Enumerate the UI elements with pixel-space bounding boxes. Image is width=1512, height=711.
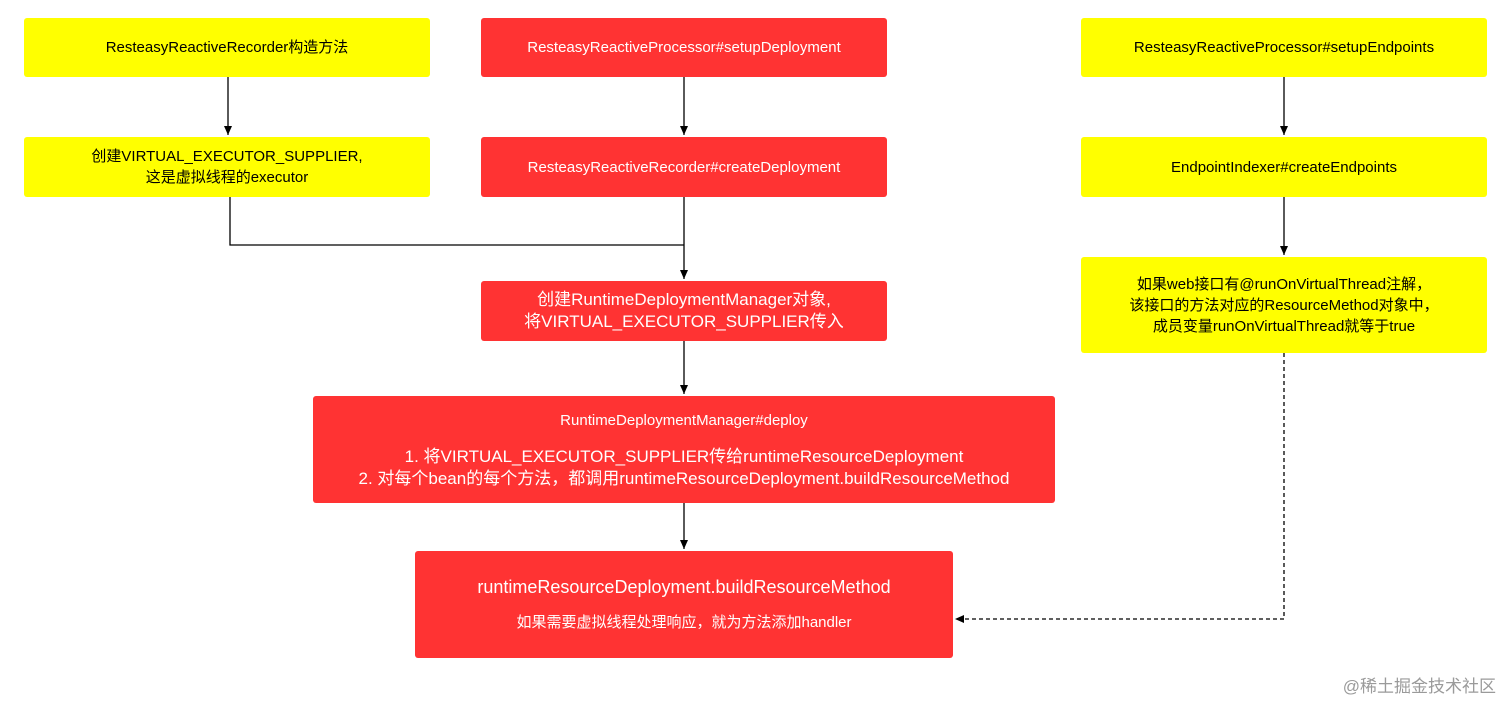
- virtual-thread-note-line-1: 如果web接口有@runOnVirtualThread注解，: [1136, 275, 1432, 293]
- build-resource-method-line: 如果需要虚拟线程处理响应，就为方法添加handler: [516, 613, 852, 631]
- edge-note-to-build-dashed: [955, 353, 1285, 623]
- virtual-thread-note-line-2: 该接口的方法对应的ResourceMethod对象中，: [1129, 296, 1439, 314]
- setup-endpoints-node: ResteasyReactiveProcessor#setupEndpoints: [1081, 18, 1487, 77]
- create-supplier-line-1: 创建VIRTUAL_EXECUTOR_SUPPLIER,: [91, 148, 363, 165]
- recorder-constructor-label: ResteasyReactiveRecorder构造方法: [105, 39, 349, 56]
- deploy-node: RuntimeDeploymentManager#deploy 1. 将VIRT…: [313, 396, 1055, 503]
- deploy-title: RuntimeDeploymentManager#deploy: [560, 411, 808, 429]
- build-resource-method-title: runtimeResourceDeployment.buildResourceM…: [477, 576, 891, 597]
- create-deployment-label: ResteasyReactiveRecorder#createDeploymen…: [527, 158, 841, 176]
- recorder-constructor-node: ResteasyReactiveRecorder构造方法: [24, 18, 430, 77]
- create-manager-line-2: 将VIRTUAL_EXECUTOR_SUPPLIER传入: [524, 312, 844, 331]
- virtual-thread-note-node: 如果web接口有@runOnVirtualThread注解， 该接口的方法对应的…: [1081, 257, 1487, 353]
- create-endpoints-label: EndpointIndexer#createEndpoints: [1171, 158, 1397, 176]
- deploy-line-1: 1. 将VIRTUAL_EXECUTOR_SUPPLIER传给runtimeRe…: [404, 446, 964, 466]
- setup-deployment-node: ResteasyReactiveProcessor#setupDeploymen…: [481, 18, 887, 77]
- edge-supplier-to-manager: [229, 197, 684, 246]
- watermark: @稀土掘金技术社区: [1342, 677, 1496, 696]
- create-endpoints-node: EndpointIndexer#createEndpoints: [1081, 137, 1487, 197]
- deploy-line-2: 2. 对每个bean的每个方法，都调用runtimeResourceDeploy…: [358, 468, 1010, 488]
- create-deployment-node: ResteasyReactiveRecorder#createDeploymen…: [481, 137, 887, 197]
- virtual-thread-note-line-3: 成员变量runOnVirtualThread就等于true: [1152, 317, 1416, 335]
- create-manager-line-1: 创建RuntimeDeploymentManager对象,: [537, 290, 831, 309]
- setup-deployment-label: ResteasyReactiveProcessor#setupDeploymen…: [527, 39, 841, 56]
- setup-endpoints-label: ResteasyReactiveProcessor#setupEndpoints: [1133, 39, 1435, 56]
- create-supplier-node: 创建VIRTUAL_EXECUTOR_SUPPLIER, 这是虚拟线程的exec…: [24, 137, 430, 197]
- create-manager-node: 创建RuntimeDeploymentManager对象, 将VIRTUAL_E…: [481, 281, 887, 341]
- build-resource-method-node: runtimeResourceDeployment.buildResourceM…: [415, 551, 953, 658]
- create-supplier-line-2: 这是虚拟线程的executor: [145, 169, 309, 186]
